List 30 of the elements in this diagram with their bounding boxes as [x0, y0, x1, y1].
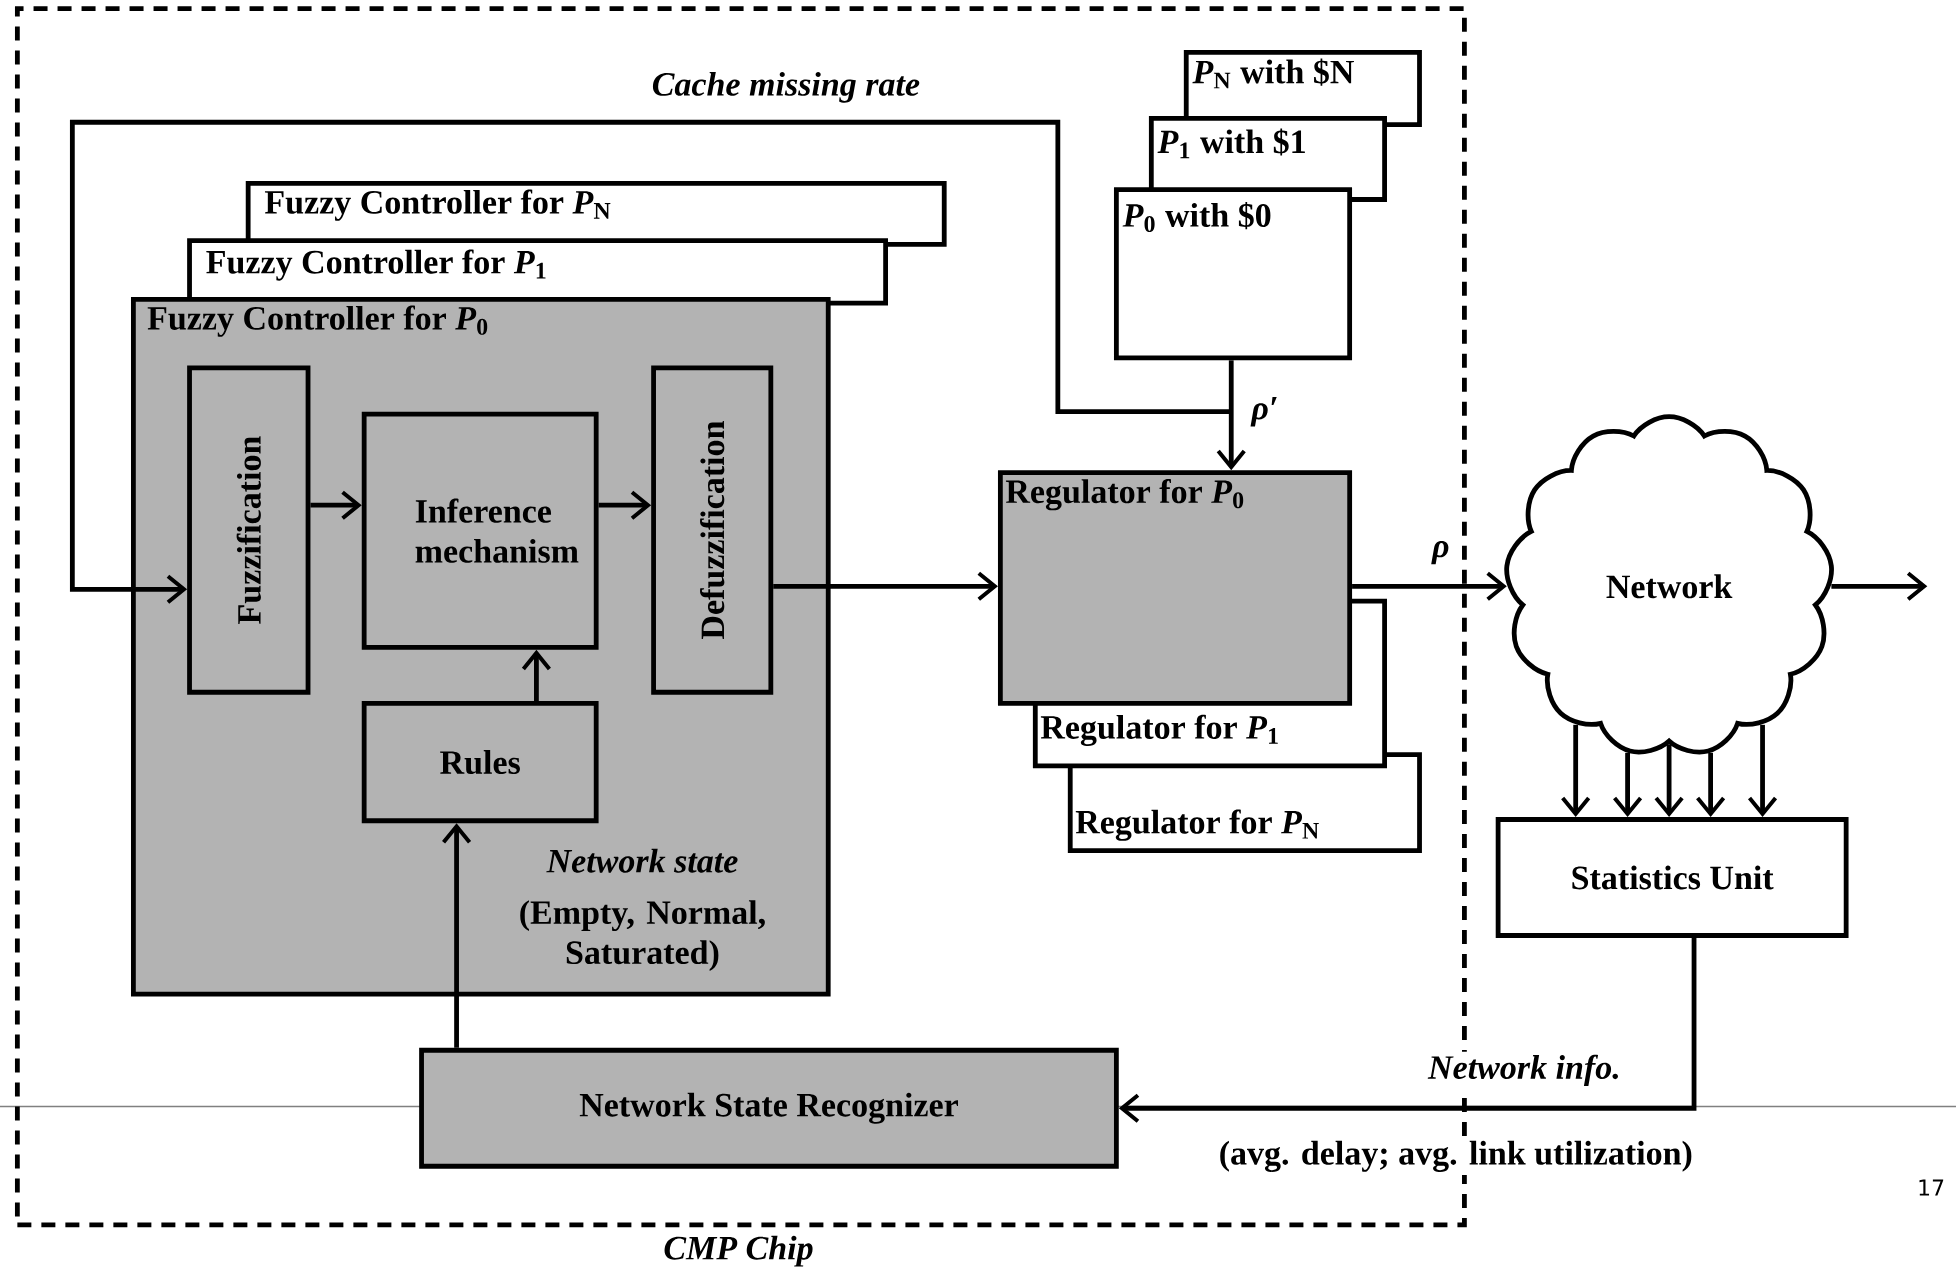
process-box: Inference mechanism	[361, 411, 599, 650]
arrow	[1352, 571, 1507, 602]
controller-box: Fuzzy Controller for P$_{1}$	[187, 238, 888, 306]
arrow	[1831, 571, 1928, 602]
arrow	[1748, 725, 1778, 818]
arrow	[773, 571, 998, 602]
controller-box: Fuzzy Controller for P$_{N}$	[245, 181, 947, 247]
note-text: (avg. delay; avg. link utilization)	[1215, 1138, 1696, 1176]
network-cloud: Network	[1504, 414, 1834, 755]
edge-label: Cache missing rate	[652, 72, 920, 103]
arrow	[1613, 753, 1643, 818]
arrow	[1696, 753, 1726, 818]
edge-label: Network info.	[1425, 1051, 1624, 1090]
arrow	[442, 823, 472, 1049]
arrow	[1654, 744, 1684, 818]
regulator-box: Regulator for P$_{0}$	[997, 470, 1353, 706]
process-box: Fuzzification	[187, 365, 311, 695]
arrow	[69, 120, 1232, 605]
arrow	[1216, 360, 1246, 471]
page-number: 17	[1919, 1179, 1944, 1196]
process-box: Defuzzification	[651, 365, 774, 695]
process-box: Statistics Unit	[1495, 817, 1849, 939]
process-box: Rules	[361, 701, 599, 824]
node-label: CMP Chip	[664, 1235, 813, 1267]
process-box: Network State Recognizer	[419, 1048, 1119, 1169]
arrow	[1118, 938, 1697, 1123]
arrow	[1561, 725, 1591, 818]
edge-label: ρ	[1431, 541, 1449, 565]
edge-label: ρ′	[1250, 397, 1277, 427]
price-box: P$_{N}$ with $N	[1183, 50, 1422, 128]
